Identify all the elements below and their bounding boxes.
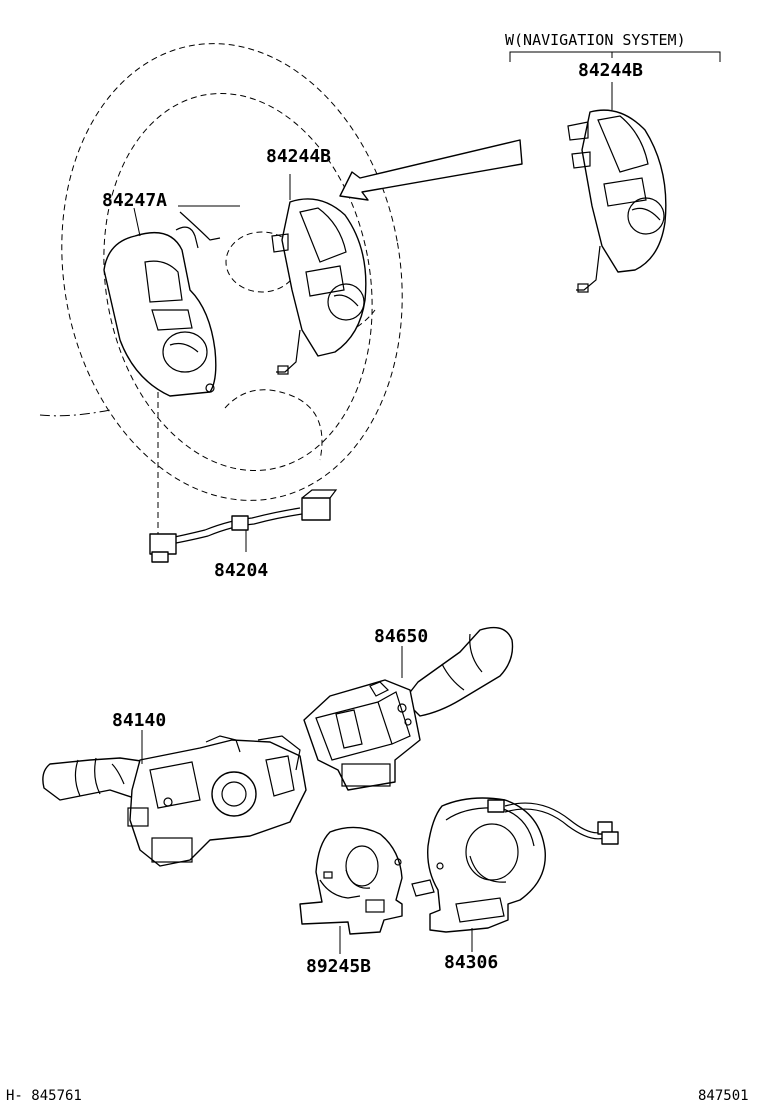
- variant-arrow: [339, 139, 523, 201]
- variant-bracket: [509, 51, 721, 110]
- part-label-84306: 84306: [444, 952, 498, 973]
- steering-pad-switch-right[interactable]: [271, 198, 367, 375]
- part-label-84140: 84140: [112, 710, 166, 731]
- steering-sensor[interactable]: [299, 826, 403, 935]
- part-label-89245B: 89245B: [306, 956, 371, 977]
- part-label-84204: 84204: [214, 560, 268, 581]
- steering-wheel-outline: [39, 43, 403, 501]
- steering-pad-switch-navigation[interactable]: [567, 109, 667, 293]
- turn-signal-switch-assembly[interactable]: [42, 735, 307, 867]
- wire-harness[interactable]: [149, 392, 338, 563]
- part-label-84244B: 84244B: [266, 146, 331, 167]
- variant-note-label: W(NAVIGATION SYSTEM): [505, 31, 686, 49]
- part-label-84247A: 84247A: [102, 190, 167, 211]
- footer-left-code: H- 845761: [6, 1088, 82, 1104]
- wiper-switch-assembly[interactable]: [303, 626, 514, 791]
- leader-84247A: [133, 207, 141, 237]
- part-label-84650: 84650: [374, 626, 428, 647]
- footer-right-code: 847501: [698, 1088, 749, 1104]
- part-label-84244B-nav: 84244B: [578, 60, 643, 81]
- steering-pad-switch-left[interactable]: [103, 211, 221, 397]
- spiral-cable-sub-assembly[interactable]: [411, 797, 619, 933]
